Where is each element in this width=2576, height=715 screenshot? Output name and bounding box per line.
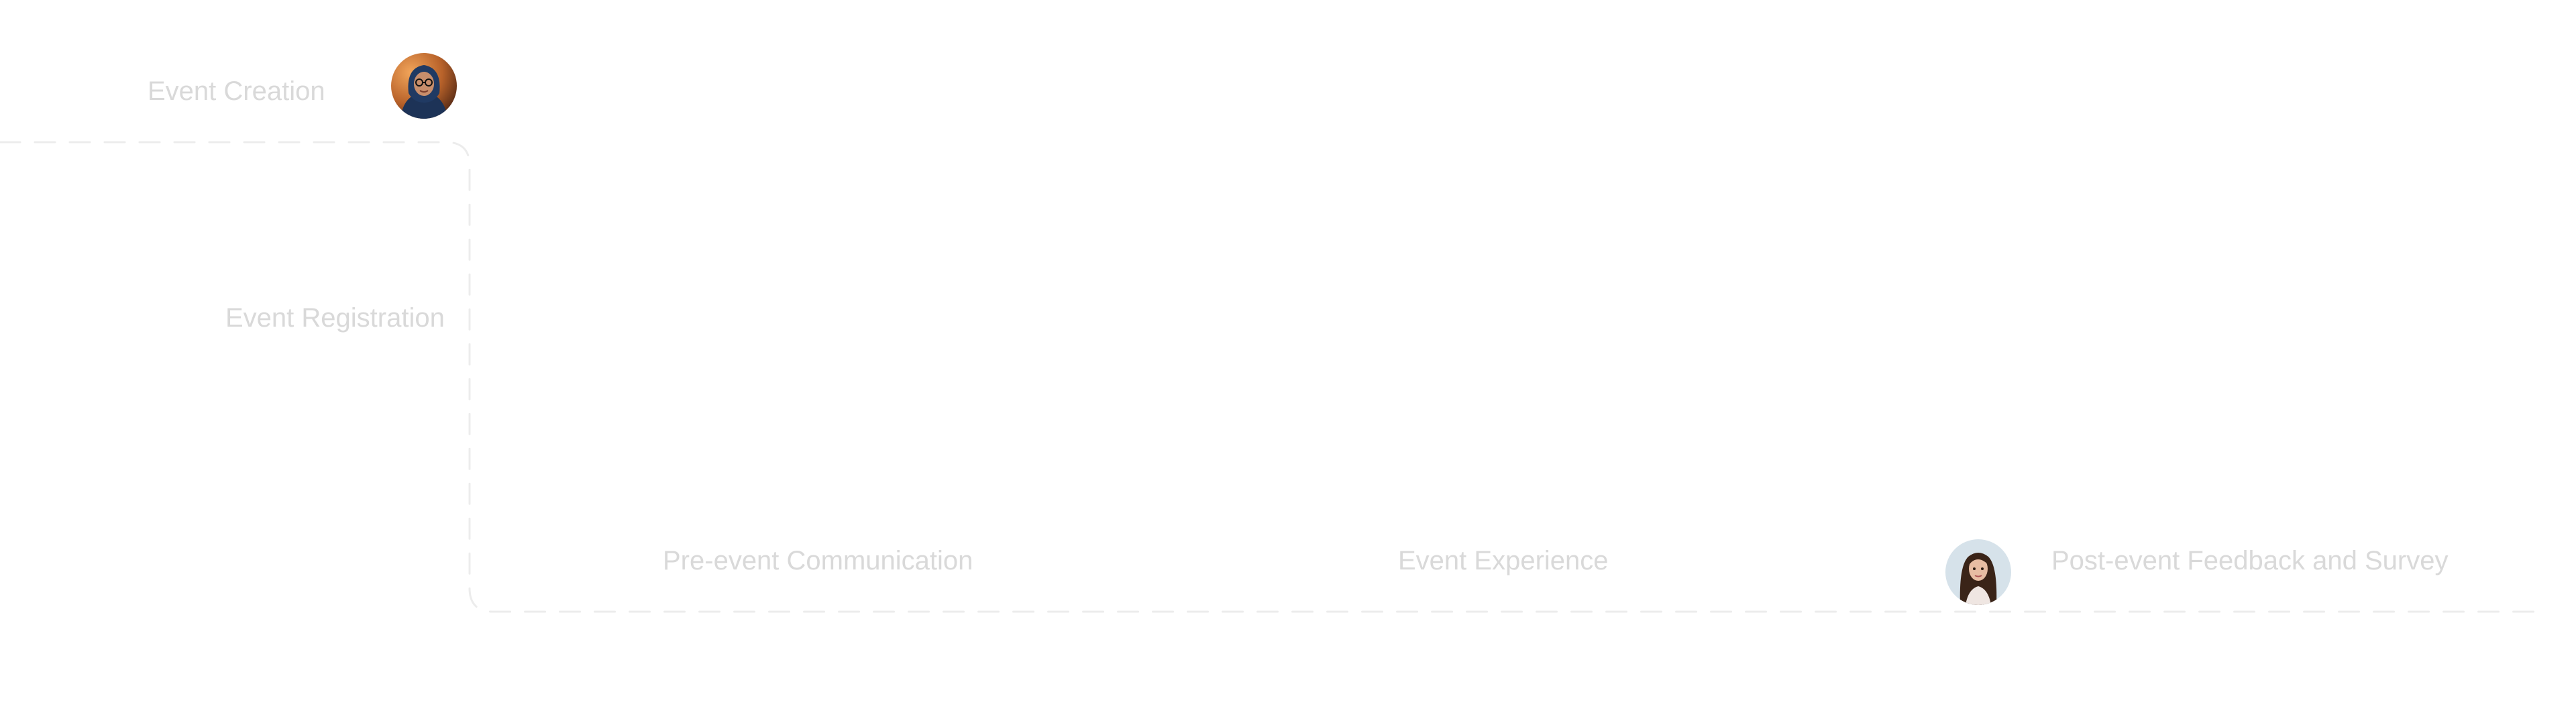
step-event-experience: Event Experience <box>1398 546 1609 575</box>
step-event-creation: Event Creation <box>148 76 325 106</box>
woman-long-hair-avatar <box>1945 539 2011 605</box>
step-post-event-feedback-survey: Post-event Feedback and Survey <box>2051 546 2449 575</box>
step-event-registration: Event Registration <box>225 303 445 333</box>
woman-hijab-glasses-avatar <box>391 53 457 119</box>
step-pre-event-communication: Pre-event Communication <box>663 546 973 575</box>
flow-path-top <box>0 141 2537 613</box>
